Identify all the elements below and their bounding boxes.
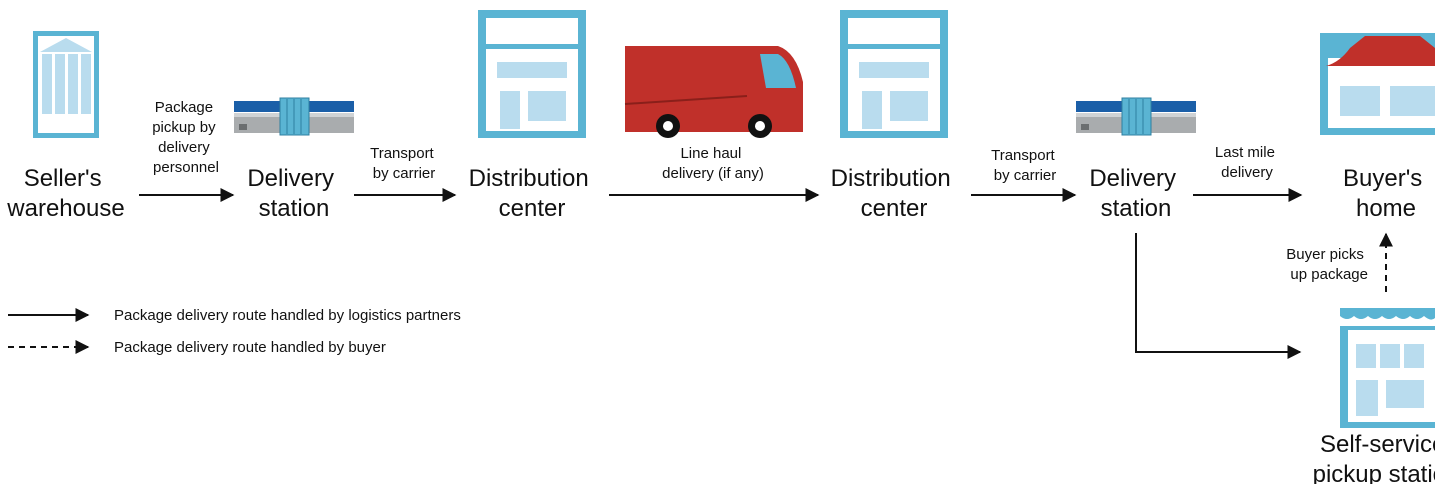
distribution-center-2-label: Distribution center <box>831 165 958 222</box>
pickup-label: Package pickup by delivery personnel <box>152 99 220 176</box>
last-mile-label: Last mile delivery <box>1215 144 1279 181</box>
storefront-icon <box>1340 308 1435 428</box>
arrow-to-pickup-station <box>1135 233 1302 359</box>
distribution-center-1-label: Distribution center <box>469 165 596 222</box>
conveyor-icon <box>1075 96 1197 136</box>
legend: Package delivery route handled by logist… <box>8 307 461 356</box>
buyers-home-label: Buyer's home <box>1343 165 1429 222</box>
delivery-station-1-label: Delivery station <box>247 165 340 222</box>
transport-2-label: Transport by carrier <box>991 147 1059 184</box>
truck-icon <box>624 46 803 138</box>
distribution-building-icon <box>840 10 948 138</box>
sellers-warehouse-label: Seller's warehouse <box>6 165 124 222</box>
house-icon <box>1320 33 1435 135</box>
self-service-pickup-label: Self-service pickup station <box>1313 431 1435 484</box>
transport-1-label: Transport by carrier <box>370 145 438 182</box>
distribution-building-icon <box>478 10 586 138</box>
legend-solid-label: Package delivery route handled by logist… <box>114 307 461 324</box>
buyer-pickup-label: Buyer picks up package <box>1286 246 1368 283</box>
legend-dashed-label: Package delivery route handled by buyer <box>114 339 386 356</box>
warehouse-icon <box>33 31 99 138</box>
delivery-station-2-label: Delivery station <box>1089 165 1182 222</box>
line-haul-label: Line haul delivery (if any) <box>662 145 764 182</box>
conveyor-icon <box>233 96 355 136</box>
